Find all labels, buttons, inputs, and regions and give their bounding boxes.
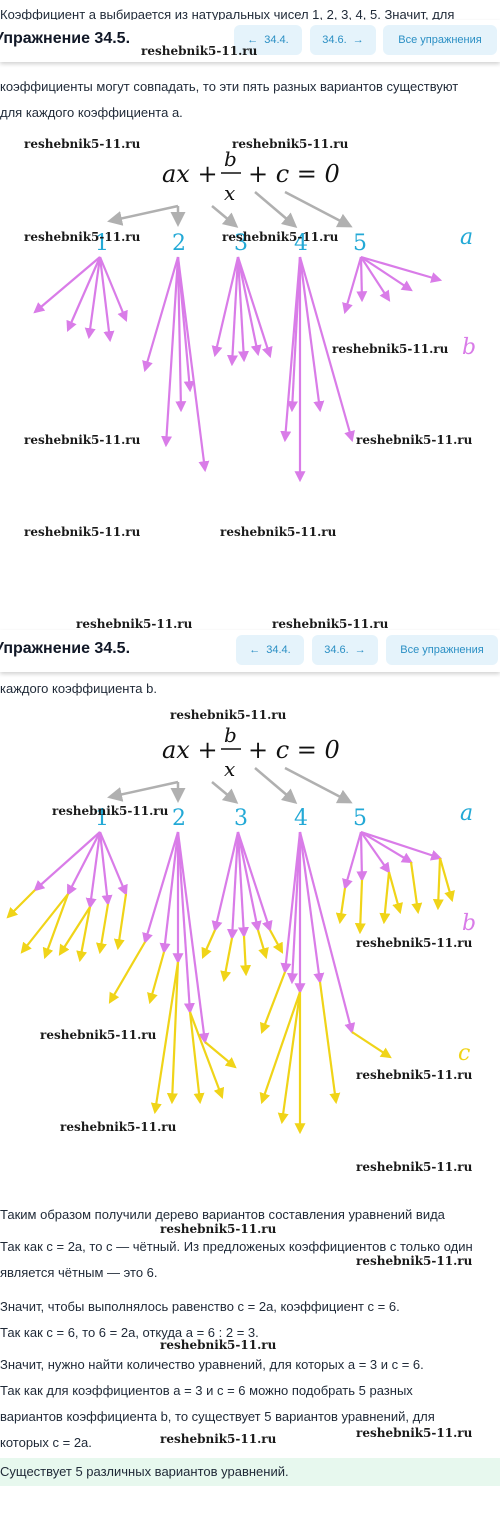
svg-text:+ c = 0: + c = 0 — [248, 160, 340, 188]
watermark: reshebnik5-11.ru — [356, 936, 473, 950]
arrow-left-icon: ← — [247, 34, 259, 46]
variant-tree-diagram-1: ax + b x + c = 0 1 2 3 4 5 a b — [33, 147, 476, 483]
svg-text:x: x — [224, 181, 235, 205]
solution-text-6: Значит, нужно найти количество уравнений… — [0, 1357, 424, 1372]
sticky-header-2: Упражнение 34.5. ← 34.4. 34.6. → Все упр… — [0, 630, 500, 672]
watermark: reshebnik5-11.ru — [160, 1222, 277, 1236]
watermark: reshebnik5-11.ru — [40, 1028, 157, 1042]
a-value-2: 2 — [172, 806, 186, 831]
a-value-5: 5 — [353, 231, 367, 256]
solution-text-9: которых c = 2a. — [0, 1435, 92, 1450]
watermark: reshebnik5-11.ru — [52, 804, 169, 818]
all-exercises-button[interactable]: Все упражнения — [386, 635, 498, 665]
a-value-5: 5 — [353, 806, 367, 831]
answer-text: Существует 5 различных вариантов уравнен… — [0, 1464, 289, 1479]
a-value-2: 2 — [172, 231, 186, 256]
watermark: reshebnik5-11.ru — [272, 617, 389, 631]
next-exercise-label: 34.6. — [322, 34, 347, 46]
solution-text-4: Значит, чтобы выполнялось равенство c = … — [0, 1299, 400, 1314]
watermark: reshebnik5-11.ru — [356, 1426, 473, 1440]
watermark: reshebnik5-11.ru — [356, 433, 473, 447]
prev-exercise-label: 34.4. — [264, 34, 289, 46]
watermark: reshebnik5-11.ru — [222, 230, 339, 244]
next-exercise-button[interactable]: 34.6. → — [310, 25, 376, 55]
section2-text-line-1: каждого коэффициента b. — [0, 681, 157, 696]
intro-text-line-2: коэффициенты могут совпадать, то эти пят… — [0, 79, 459, 94]
a-value-3: 3 — [234, 806, 248, 831]
watermark: reshebnik5-11.ru — [24, 137, 141, 151]
watermark: reshebnik5-11.ru — [160, 1338, 277, 1352]
exercise-title: Упражнение 34.5. — [0, 30, 131, 47]
a-value-1: 1 — [95, 806, 109, 831]
a-value-3: 3 — [234, 231, 248, 256]
all-exercises-button[interactable]: Все упражнения — [383, 25, 497, 55]
svg-text:b: b — [224, 723, 237, 747]
label-a: a — [460, 801, 473, 826]
watermark: reshebnik5-11.ru — [356, 1160, 473, 1174]
answer-box: Существует 5 различных вариантов уравнен… — [0, 1458, 500, 1486]
label-c: c — [458, 1041, 470, 1066]
intro-text-line-3: для каждого коэффициента a. — [0, 105, 183, 120]
watermark: reshebnik5-11.ru — [232, 137, 349, 151]
solution-text-1: Таким образом получили дерево вариантов … — [0, 1207, 445, 1222]
watermark: reshebnik5-11.ru — [170, 708, 287, 722]
solution-text-5: Так как c = 6, то 6 = 2a, откуда a = 6 :… — [0, 1325, 259, 1340]
a-value-4: 4 — [294, 806, 308, 831]
prev-exercise-label: 34.4. — [266, 644, 291, 656]
variant-tree-diagram-2: ax + b x + c = 0 1 2 3 4 5 a b c — [6, 723, 476, 1135]
next-exercise-label: 34.6. — [324, 644, 349, 656]
solution-text-7: Так как для коэффициентов a = 3 и c = 6 … — [0, 1383, 413, 1398]
equation: ax + — [162, 736, 218, 764]
equation: ax + — [162, 160, 218, 188]
a-value-4: 4 — [294, 231, 308, 256]
label-b: b — [462, 335, 476, 360]
svg-text:+ c = 0: + c = 0 — [248, 736, 340, 764]
watermark: reshebnik5-11.ru — [24, 433, 141, 447]
a-value-1: 1 — [95, 231, 109, 256]
watermark: reshebnik5-11.ru — [220, 525, 337, 539]
watermark: reshebnik5-11.ru — [76, 617, 193, 631]
solution-text-8: вариантов коэффициента b, то существует … — [0, 1409, 435, 1424]
sticky-header-1: Упражнение 34.5. ← 34.4. 34.6. → Все упр… — [0, 20, 500, 62]
svg-text:b: b — [224, 147, 237, 171]
watermark: reshebnik5-11.ru — [60, 1120, 177, 1134]
all-exercises-label: Все упражнения — [398, 34, 482, 46]
watermark: reshebnik5-11.ru — [356, 1254, 473, 1268]
intro-text-line-1: Коэффициент a выбирается из натуральных … — [0, 7, 455, 22]
label-b: b — [462, 911, 476, 936]
exercise-title: Упражнение 34.5. — [0, 640, 131, 657]
all-exercises-label: Все упражнения — [400, 644, 484, 656]
watermark: reshebnik5-11.ru — [160, 1432, 277, 1446]
prev-exercise-button[interactable]: ← 34.4. — [234, 25, 302, 55]
solution-text-3: является чётным — это 6. — [0, 1265, 158, 1280]
next-exercise-button[interactable]: 34.6. → — [312, 635, 378, 665]
arrow-right-icon: → — [354, 644, 366, 656]
solution-text-2: Так как c = 2a, то c — чётный. Из предло… — [0, 1239, 473, 1254]
watermark: reshebnik5-11.ru — [141, 44, 258, 58]
arrow-left-icon: ← — [249, 644, 261, 656]
watermark: reshebnik5-11.ru — [356, 1068, 473, 1082]
svg-text:x: x — [224, 757, 235, 781]
arrow-right-icon: → — [352, 34, 364, 46]
watermark: reshebnik5-11.ru — [24, 525, 141, 539]
label-a: a — [460, 225, 473, 250]
watermark: reshebnik5-11.ru — [332, 342, 449, 356]
prev-exercise-button[interactable]: ← 34.4. — [236, 635, 304, 665]
watermark: reshebnik5-11.ru — [24, 230, 141, 244]
